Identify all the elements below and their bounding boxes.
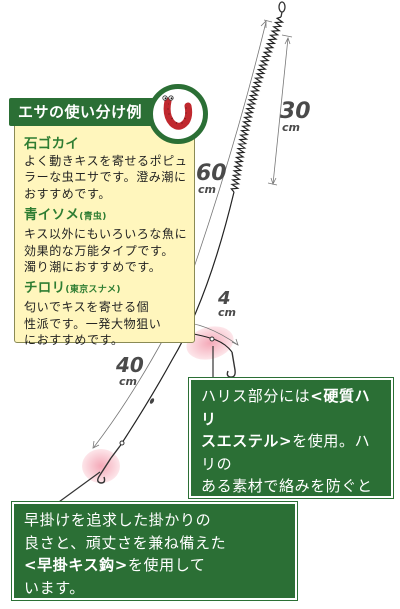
bait-desc-line: ラーな虫エサです。澄み潮に bbox=[24, 170, 187, 185]
hook-emphasis: <早掛キス鈎> bbox=[24, 556, 128, 574]
bait-description: 匂いでキスを寄せる個 性派です。一発大物狙い におすすめです。 bbox=[24, 299, 192, 348]
bait-subname: (青虫) bbox=[79, 212, 107, 223]
harisu-emphasis: スエステル> bbox=[201, 432, 293, 450]
bait-list: 石ゴカイ よく動きキスを寄せるポピュ ラーな虫エサです。澄み潮に おすすめです。… bbox=[24, 136, 192, 354]
bait-desc-line: よく動きキスを寄せるポピュ bbox=[24, 154, 188, 168]
hook-text: 良さと、頑丈さを兼ね備えた bbox=[24, 533, 227, 552]
bead bbox=[149, 398, 155, 404]
dim-60-unit: cm bbox=[198, 183, 216, 196]
bait-subname: (東京スナメ) bbox=[65, 285, 121, 296]
bait-desc-line: 濁り潮におすすめです。 bbox=[24, 260, 162, 275]
bait-item-chirori: チロリ(東京スナメ) 匂いでキスを寄せる個 性派です。一発大物狙い におすすめで… bbox=[24, 280, 192, 348]
dim-40-unit: cm bbox=[119, 375, 137, 388]
worm-icon bbox=[148, 84, 208, 144]
harisu-emphasis: <硬質ハリ bbox=[201, 387, 371, 428]
hook-text: います。 bbox=[24, 578, 85, 597]
dimension-30 bbox=[267, 34, 293, 186]
harisu-callout: ハリス部分には<硬質ハリ スエステル>を使用。ハリの ある素材で絡みを防ぐとと … bbox=[188, 377, 394, 585]
dim-4-unit: cm bbox=[218, 306, 236, 319]
hook-callout: 早掛けを追求した掛かりの 良さと、頑丈さを兼ね備えた <早掛キス鈎>を使用して … bbox=[11, 501, 298, 601]
bait-desc-line: におすすめです。 bbox=[24, 333, 124, 348]
branch-hook bbox=[226, 351, 236, 378]
bait-description: よく動きキスを寄せるポピュ ラーな虫エサです。澄み潮に おすすめです。 bbox=[24, 153, 192, 202]
top-swivel bbox=[278, 1, 286, 18]
dim-60-value: 60 bbox=[196, 161, 227, 186]
bait-name: チロリ bbox=[24, 280, 66, 297]
bait-name: 石ゴカイ bbox=[24, 136, 80, 152]
hook-text: 早掛けを追求した掛かりの bbox=[24, 511, 212, 529]
coil-section bbox=[230, 16, 285, 193]
bait-desc-line: 性派です。一発大物狙い bbox=[24, 316, 162, 331]
main-hook-knot bbox=[119, 440, 125, 446]
dim-40-value: 40 bbox=[115, 353, 144, 377]
dim-30-value: 30 bbox=[280, 99, 311, 124]
bait-usage-panel: エサの使い分け例 石ゴカイ よく動きキスを寄せるポピュ ラーな虫エサです。澄み潮… bbox=[9, 84, 208, 347]
main-line bbox=[119, 191, 235, 447]
bait-item-aoisome: 青イソメ(青虫) キス以外にもいろいろな魚に 効果的な万能タイプです。 濁り潮に… bbox=[24, 207, 192, 275]
bait-panel-title: エサの使い分け例 bbox=[9, 98, 159, 126]
bait-desc-line: 匂いでキスを寄せる個 bbox=[24, 300, 150, 315]
branch-knot bbox=[209, 336, 215, 342]
dim-30-unit: cm bbox=[282, 121, 300, 134]
bait-item-ishigokai: 石ゴカイ よく動きキスを寄せるポピュ ラーな虫エサです。澄み潮に おすすめです。 bbox=[24, 136, 192, 202]
dim-4-value: 4 bbox=[217, 288, 231, 309]
main-hook bbox=[97, 445, 121, 484]
bait-name: 青イソメ bbox=[24, 207, 80, 224]
bait-desc-line: おすすめです。 bbox=[24, 186, 112, 201]
harisu-text: を使用。ハリの bbox=[201, 432, 371, 473]
pointer-hook bbox=[51, 471, 101, 508]
harisu-text: ハリス部分には bbox=[201, 387, 311, 405]
bait-desc-line: キス以外にもいろいろな魚に bbox=[24, 227, 188, 242]
bait-description: キス以外にもいろいろな魚に 効果的な万能タイプです。 濁り潮におすすめです。 bbox=[24, 226, 192, 275]
hook-text: を使用して bbox=[127, 556, 206, 574]
bait-desc-line: 効果的な万能タイプです。 bbox=[24, 243, 175, 258]
